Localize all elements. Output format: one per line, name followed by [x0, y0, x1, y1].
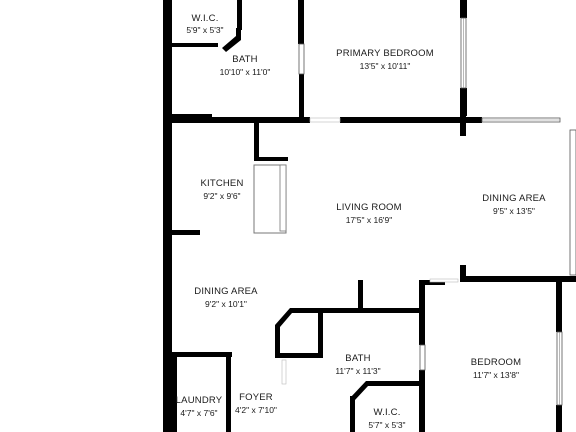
wall-bedroom-east — [556, 405, 562, 432]
room-dims-foyer: 4'2" x 7'10" — [235, 405, 277, 415]
wall-laundry-east — [226, 357, 231, 432]
wall-bedroom-east — [460, 88, 467, 116]
room-name-dining-area-left: DINING AREA — [194, 286, 258, 297]
kitchen-counter — [279, 164, 287, 232]
room-labels: W.I.C. 5'9" x 5'3" BATH 10'10" x 11'0" P… — [176, 13, 546, 430]
room-name-wic-bottom: W.I.C. — [373, 407, 400, 418]
room-dims-kitchen: 9'2" x 9'6" — [203, 191, 240, 201]
room-name-laundry: LAUNDRY — [176, 395, 223, 406]
room-dims-bath-top: 10'10" x 11'0" — [220, 67, 271, 77]
wall-horizontal — [172, 117, 310, 123]
room-name-dining-area-right: DINING AREA — [482, 193, 546, 204]
room-dims-dining-area-right: 9'5" x 13'5" — [493, 206, 535, 216]
room-name-primary-bedroom: PRIMARY BEDROOM — [336, 48, 434, 59]
fixtures — [253, 117, 459, 385]
wall-kitchen — [172, 230, 200, 235]
wall-wic-angled — [350, 381, 420, 400]
wall-dining-south — [460, 265, 466, 280]
wall-laundry — [172, 352, 232, 357]
window — [419, 344, 426, 371]
room-dims-living-room: 17'5" x 16'9" — [346, 215, 393, 225]
windows — [298, 17, 576, 406]
wall-bedroom-east — [460, 0, 467, 18]
room-name-wic-top: W.I.C. — [191, 13, 218, 24]
room-name-bath-top: BATH — [232, 54, 257, 65]
wall-bath-east — [419, 280, 425, 345]
door-opening — [429, 278, 459, 283]
wall-bath-west — [275, 325, 280, 357]
wall — [275, 353, 320, 358]
wall-wic-west — [350, 396, 355, 432]
walls — [163, 0, 576, 432]
door-opening — [309, 117, 341, 123]
wall — [358, 280, 363, 310]
wall-kitchen — [254, 157, 288, 161]
wall-bath-angled — [275, 308, 420, 327]
room-name-foyer: FOYER — [239, 392, 273, 403]
room-dims-bath-bottom: 11'7" x 11'3" — [335, 366, 380, 376]
room-name-kitchen: KITCHEN — [200, 178, 243, 189]
wall-dining-south — [460, 276, 576, 282]
wall-bedroom-east — [556, 282, 562, 332]
wall-laundry — [172, 357, 177, 432]
room-dims-laundry: 4'7" x 7'6" — [180, 408, 217, 418]
wall-wic-angled — [222, 28, 241, 52]
window — [569, 129, 576, 276]
wall — [237, 0, 242, 30]
wall-bath-east — [298, 0, 304, 44]
room-dims-wic-bottom: 5'7" x 5'3" — [368, 420, 405, 430]
room-name-living-room: LIVING ROOM — [336, 202, 402, 213]
window — [298, 43, 305, 75]
door-opening — [281, 359, 287, 385]
room-name-bath-bottom: BATH — [345, 353, 370, 364]
wall-bath-east — [299, 74, 304, 118]
wall-small — [460, 116, 466, 136]
wall — [172, 43, 218, 47]
wall-kitchen — [254, 122, 259, 160]
room-dims-bedroom: 11'7" x 13'8" — [473, 370, 519, 380]
wall — [318, 310, 323, 358]
room-dims-dining-area-left: 9'2" x 10'1" — [205, 299, 247, 309]
wall-bedroom-north — [425, 280, 445, 285]
room-dims-primary-bedroom: 13'5" x 10'11" — [360, 61, 411, 71]
room-dims-wic-top: 5'9" x 5'3" — [186, 25, 223, 35]
room-name-bedroom: BEDROOM — [471, 357, 522, 368]
wall-bath-east — [419, 370, 425, 432]
wall — [172, 114, 212, 118]
wall-horizontal — [340, 117, 482, 123]
wall-west-exterior — [163, 0, 172, 432]
